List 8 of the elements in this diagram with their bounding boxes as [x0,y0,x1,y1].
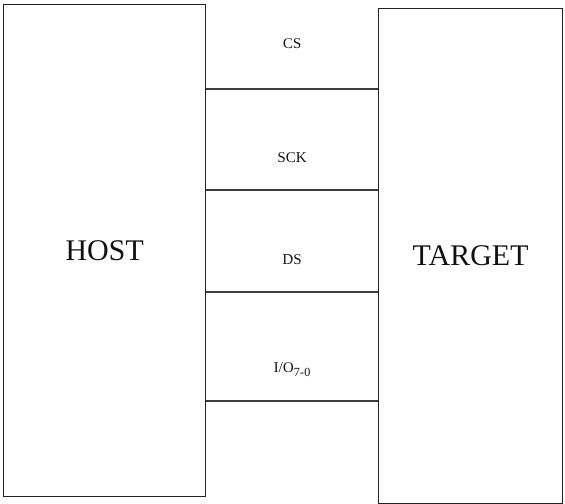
signal-line [206,400,378,402]
signal-line [206,291,378,293]
block-label: HOST [65,234,144,268]
block-box [3,4,206,497]
block-label: TARGET [412,239,528,273]
signal-line [206,189,378,191]
signal-line [206,88,378,90]
block-box [378,8,563,504]
